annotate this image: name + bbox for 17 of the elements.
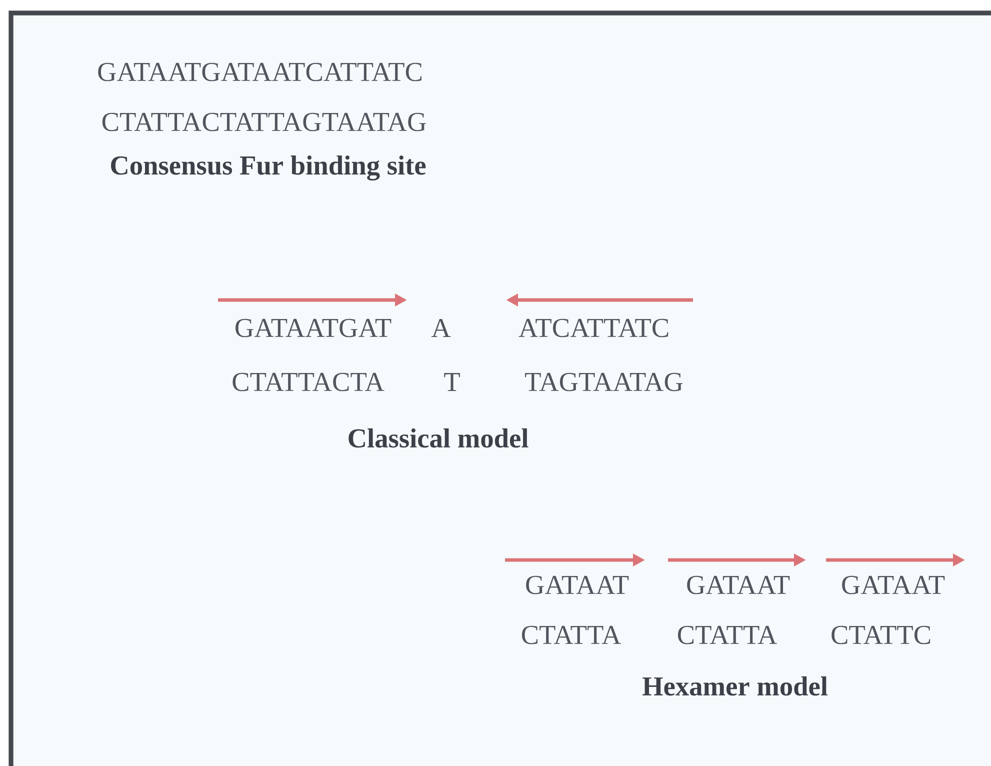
sequence-text: CTATTA	[522, 626, 622, 644]
sequence-text: CTATTA	[678, 626, 778, 644]
sequence-text: GATAATGAT	[236, 318, 392, 338]
sequence-text: CTATTC	[832, 626, 930, 644]
sequence-text: TAGTAATAG	[525, 372, 683, 392]
sequence-text: T	[444, 373, 460, 391]
model-caption: Classical model	[348, 428, 528, 448]
sequence-text: GATAATGATAATCATTATC	[98, 62, 422, 82]
sequence-text: CTATTACTA	[232, 372, 384, 392]
sequence-text: GATAAT	[687, 576, 790, 594]
sequence-text: CTATTACTATTAGTAATAG	[102, 112, 426, 132]
sequence-text: GATAAT	[842, 576, 945, 594]
sequence-text: A	[431, 318, 451, 338]
sequence-text: GATAAT	[526, 576, 629, 594]
sequence-text: ATCATTATC	[518, 318, 668, 338]
model-caption: Hexamer model	[642, 676, 828, 696]
model-caption: Consensus Fur binding site	[111, 156, 426, 180]
